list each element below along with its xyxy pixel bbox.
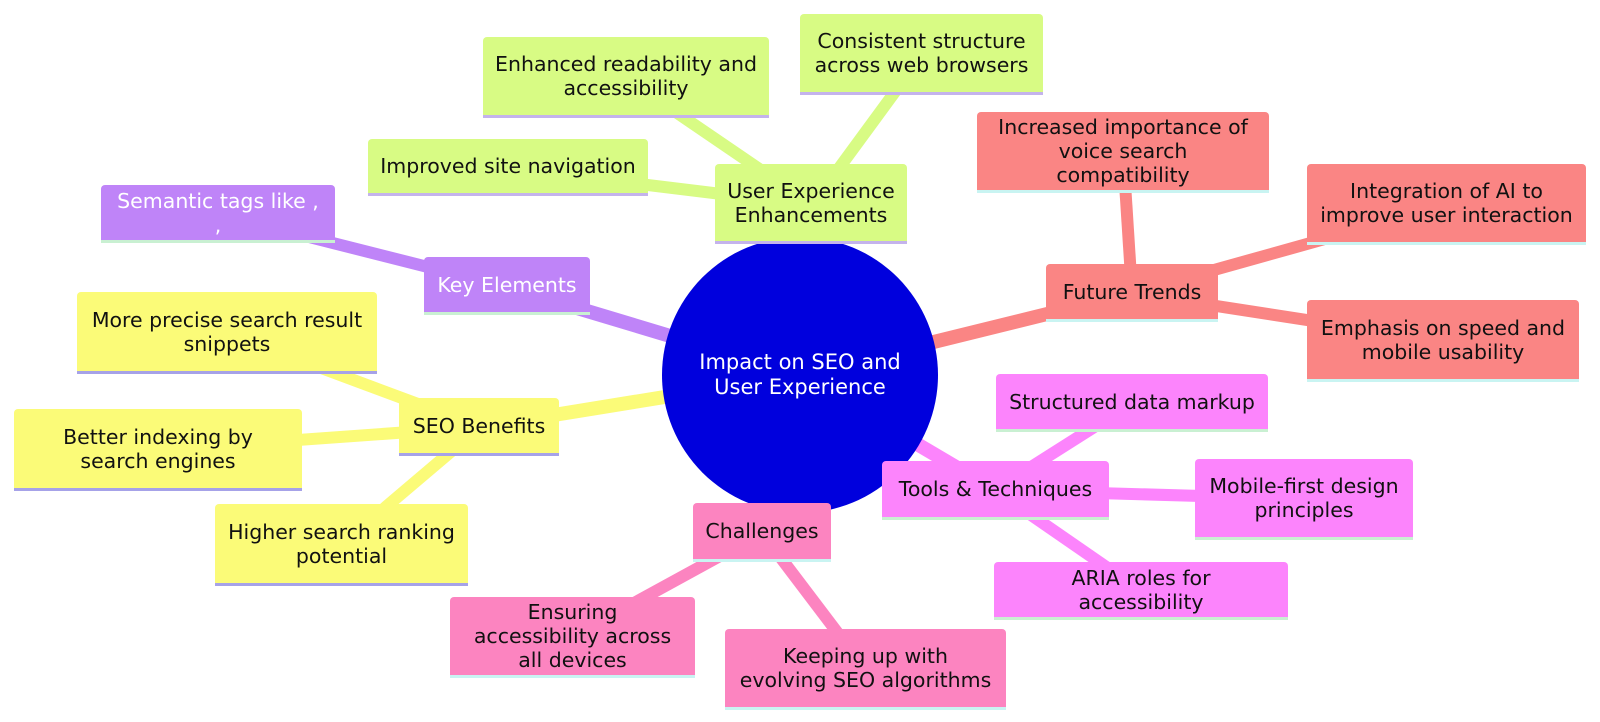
branch-label: Future Trends xyxy=(1062,279,1202,304)
leaf-label: ARIA roles for accessibility xyxy=(1071,565,1211,614)
leaf-label: Semantic tags like , , xyxy=(117,188,319,237)
center-node-label: Impact on SEO and User Experience xyxy=(699,350,901,399)
leaf-label: Increased importance of voice search com… xyxy=(998,115,1248,187)
leaf-improved-navigation: Improved site navigation xyxy=(368,139,648,196)
branch-label: Tools & Techniques xyxy=(898,477,1093,501)
leaf-label: Emphasis on speed and mobile usability xyxy=(1320,315,1566,364)
leaf-precise-snippets: More precise search result snippets xyxy=(77,292,377,374)
leaf-evolving-algorithms: Keeping up with evolving SEO algorithms xyxy=(725,629,1006,710)
leaf-label: Keeping up with evolving SEO algorithms xyxy=(739,644,992,692)
branch-label: Key Elements xyxy=(437,272,577,297)
leaf-label: Enhanced readability and accessibility xyxy=(495,52,757,100)
leaf-label: Integration of AI to improve user intera… xyxy=(1320,179,1573,227)
leaf-label: Consistent structure across web browsers xyxy=(814,29,1029,77)
leaf-aria-roles: ARIA roles for accessibility xyxy=(994,562,1288,620)
branch-future-trends: Future Trends xyxy=(1046,264,1218,322)
branch-label: Challenges xyxy=(705,519,819,543)
branch-user-experience-enhancements: User Experience Enhancements xyxy=(715,164,907,244)
leaf-better-indexing: Better indexing by search engines xyxy=(14,409,302,491)
leaf-semantic-tags: Semantic tags like , , xyxy=(101,185,335,243)
leaf-label: Better indexing by search engines xyxy=(63,424,253,473)
branch-label: SEO Benefits xyxy=(412,413,546,438)
leaf-label: Higher search ranking potential xyxy=(228,519,455,568)
leaf-label: Mobile-first design principles xyxy=(1209,474,1399,522)
leaf-speed-mobile: Emphasis on speed and mobile usability xyxy=(1307,300,1579,382)
leaf-voice-search: Increased importance of voice search com… xyxy=(977,112,1269,193)
leaf-consistent-structure: Consistent structure across web browsers xyxy=(800,14,1043,95)
leaf-label: More precise search result snippets xyxy=(91,307,363,356)
branch-key-elements: Key Elements xyxy=(424,257,590,315)
leaf-ai-integration: Integration of AI to improve user intera… xyxy=(1307,164,1586,245)
leaf-mobile-first: Mobile-first design principles xyxy=(1195,459,1413,540)
branch-tools-techniques: Tools & Techniques xyxy=(882,461,1109,520)
leaf-ensuring-accessibility: Ensuring accessibility across all device… xyxy=(450,597,695,678)
branch-seo-benefits: SEO Benefits xyxy=(399,398,559,456)
leaf-label: Ensuring accessibility across all device… xyxy=(473,600,672,672)
leaf-label: Structured data markup xyxy=(1009,389,1255,414)
leaf-label: Improved site navigation xyxy=(380,154,636,178)
branch-challenges: Challenges xyxy=(693,503,831,562)
branch-label: User Experience Enhancements xyxy=(727,178,895,227)
leaf-higher-ranking: Higher search ranking potential xyxy=(215,504,468,586)
leaf-structured-data: Structured data markup xyxy=(996,374,1268,432)
leaf-enhanced-readability: Enhanced readability and accessibility xyxy=(483,37,769,118)
